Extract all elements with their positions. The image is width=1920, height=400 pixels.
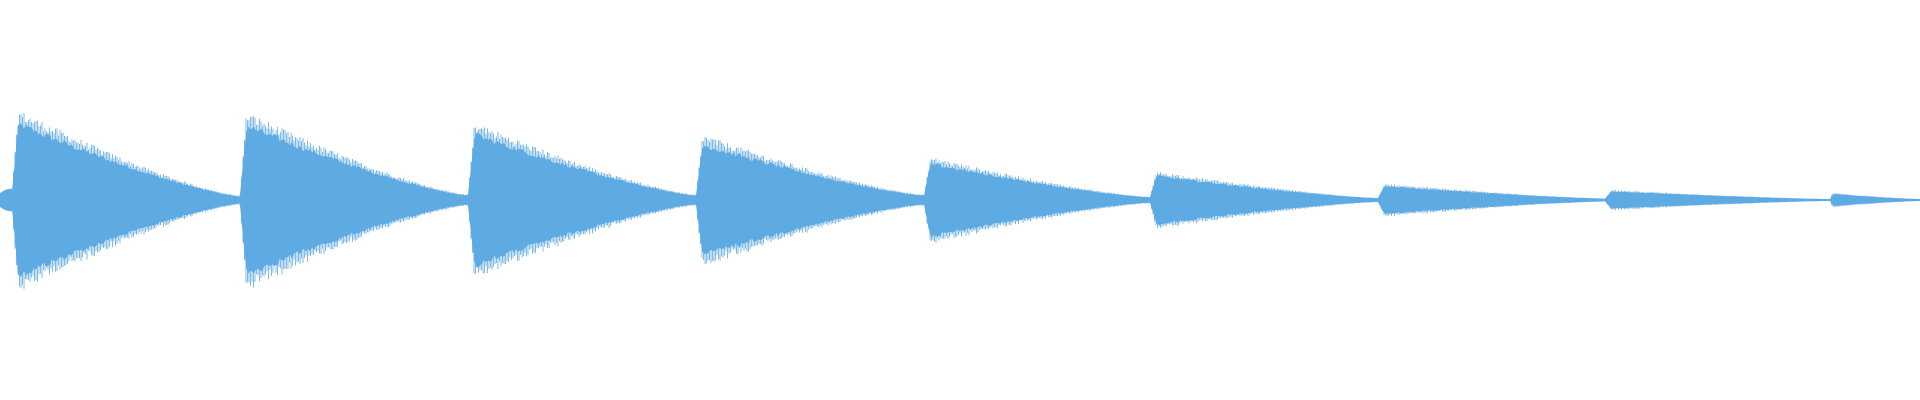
waveform-segment bbox=[239, 115, 469, 288]
waveform-segment bbox=[11, 112, 241, 289]
